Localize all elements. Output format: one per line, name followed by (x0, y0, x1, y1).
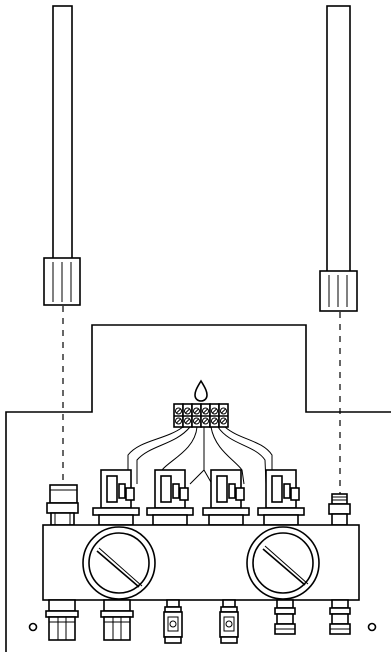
top-fitting-left (46, 484, 79, 526)
pressure-sensor (202, 469, 250, 526)
bottom-port (329, 599, 351, 635)
pressure-gauge (246, 526, 320, 600)
hose-right (319, 5, 358, 312)
bottom-port (219, 599, 239, 644)
sensor-wires (127, 426, 273, 485)
droplet-icon (194, 379, 208, 402)
top-fitting-right (328, 493, 351, 526)
pressure-sensor (92, 469, 140, 526)
bottom-port (45, 599, 79, 641)
bottom-port (274, 599, 296, 635)
panel-outline (5, 324, 391, 652)
pressure-sensor (146, 469, 194, 526)
mount-hole-left (28, 622, 38, 632)
hose-left (43, 5, 81, 306)
bottom-port (100, 599, 134, 641)
pressure-sensor (257, 469, 305, 526)
terminal-block (173, 403, 229, 428)
bottom-port (163, 599, 183, 644)
bottom-ports (45, 599, 351, 644)
gauges (82, 526, 320, 600)
pressure-gauge (82, 526, 156, 600)
gauge-needle (96, 547, 143, 588)
mount-hole-right (367, 622, 377, 632)
gauge-needle (262, 545, 309, 586)
pressure-sensors (92, 469, 305, 526)
